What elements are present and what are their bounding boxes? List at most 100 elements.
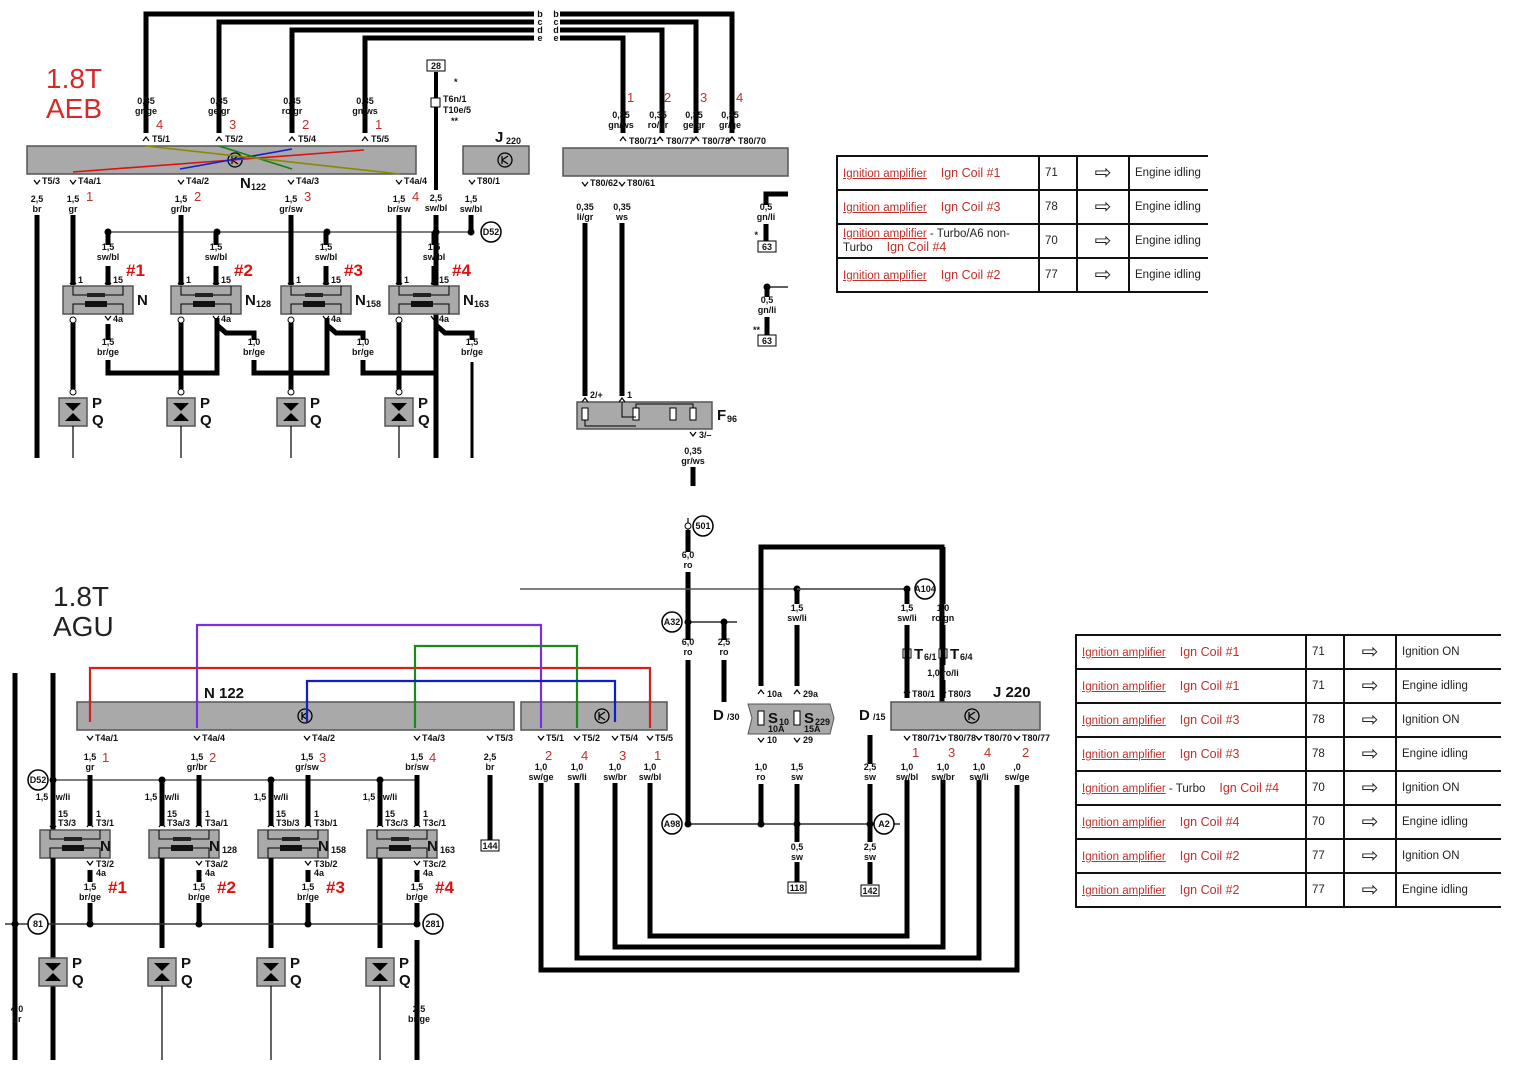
wire-color-label: gr/sw xyxy=(279,204,304,214)
fuse-rating: 10A xyxy=(768,724,785,734)
spark-gap-bottom-icon xyxy=(173,413,189,421)
pin-arrow xyxy=(304,860,312,866)
coil-annotation: Ign Coil #1 xyxy=(940,166,1001,180)
trace-3 xyxy=(179,148,293,170)
wire-color-label: br/ge xyxy=(406,892,428,902)
junction-dot xyxy=(793,820,801,828)
pin-label: T5/1 xyxy=(152,134,170,144)
coil-name-subscript: 163 xyxy=(440,845,455,855)
ignition-amplifier-link[interactable]: Ignition amplifier xyxy=(843,228,927,240)
pin-arrow xyxy=(267,822,275,828)
ignition-amplifier-link[interactable]: Ignition amplifier xyxy=(1082,783,1166,795)
spark-plug-body xyxy=(365,957,395,987)
coil-annotation: Ign Coil #2 xyxy=(1179,849,1240,863)
node-a98-label: A98 xyxy=(664,819,681,829)
agu-n122-module xyxy=(76,701,515,731)
resistor-icon xyxy=(581,407,589,421)
wire-gauge-label: 4,0 xyxy=(11,1004,24,1014)
spark-gap-bottom-icon xyxy=(391,413,407,421)
agu-n122-transistor-icon xyxy=(297,708,313,724)
ignition-amplifier-link[interactable]: Ignition amplifier xyxy=(1082,715,1166,727)
plug-label-Q: Q xyxy=(310,412,322,429)
coil-internal xyxy=(193,847,210,858)
wire-color-label: gn/li xyxy=(758,305,777,315)
ignition-amplifier-link[interactable]: Ignition amplifier xyxy=(1082,681,1166,693)
arrow-right-icon: ⇨ xyxy=(1343,668,1397,704)
connector-label: T10e/5 xyxy=(443,105,471,115)
ignition-amplifier-link[interactable]: Ignition amplifier xyxy=(1082,851,1166,863)
transistor-glyph xyxy=(968,711,976,721)
wire-gauge-label: 0,5 xyxy=(761,295,774,305)
pin-arrow xyxy=(468,179,476,185)
pin-arrow xyxy=(618,397,626,403)
coil-terminal xyxy=(69,316,77,324)
pin-label: 15 xyxy=(331,275,341,285)
pin-arrow xyxy=(288,136,296,142)
wire xyxy=(325,323,366,340)
pin-arrow xyxy=(177,179,185,185)
wire-gauge-label: 2,5 xyxy=(31,194,44,204)
wire-color-label: sw/li xyxy=(787,613,807,623)
coil-terminal xyxy=(395,316,403,324)
ignition-amplifier-link[interactable]: Ignition amplifier xyxy=(843,168,927,180)
coil-primary-icon xyxy=(391,837,409,841)
wire xyxy=(434,323,475,340)
pin-arrow xyxy=(692,136,700,142)
spark-gap-top-icon xyxy=(372,963,388,971)
d15-label: D xyxy=(859,707,870,724)
pin-arrow xyxy=(581,181,589,187)
pin-label: 15 xyxy=(58,809,68,819)
aeb-coil-4 xyxy=(388,285,460,315)
pin-label: T5/1 xyxy=(546,733,564,743)
ignition-amplifier-link[interactable]: Ignition amplifier xyxy=(1082,817,1166,829)
pin-cell: 70 xyxy=(1305,804,1345,840)
condition-cell: Ignition ON xyxy=(1395,702,1501,738)
ignition-amplifier-link[interactable]: Ignition amplifier xyxy=(1082,749,1166,761)
wire-gauge-label: 1,5 xyxy=(67,194,80,204)
bus-wire-e xyxy=(560,35,626,133)
plug-terminal xyxy=(287,388,295,396)
pin-label: 4a xyxy=(314,868,325,878)
ignition-amplifier-link[interactable]: Ignition amplifier xyxy=(843,202,927,214)
pin-label: T5/4 xyxy=(620,733,638,743)
pin-number: 2 xyxy=(1022,745,1029,760)
wire-gauge-label: 1,5 xyxy=(301,752,314,762)
plug-label-Q: Q xyxy=(92,412,104,429)
pin-label: T5/2 xyxy=(225,134,243,144)
pin-label: T80/1 xyxy=(477,176,500,186)
pin-label: T4a/4 xyxy=(202,733,225,743)
node-501-label: 501 xyxy=(695,521,710,531)
wire-gauge-label: 6,0 xyxy=(682,550,695,560)
pin-arrow xyxy=(573,735,581,741)
arrow-right-icon: ⇨ xyxy=(1343,634,1397,670)
plug-terminal xyxy=(69,388,77,396)
coil-internal xyxy=(290,286,305,296)
ref-63a-box xyxy=(757,240,777,253)
wire-gauge-label: 1,5 xyxy=(428,242,441,252)
spark-gap-top-icon xyxy=(263,963,279,971)
pin-label: T80/77 xyxy=(666,136,694,146)
coil-internal xyxy=(158,830,173,840)
pin-label: 1 xyxy=(314,809,319,819)
component-note: - Turbo/A6 non-Turbo xyxy=(843,228,1010,254)
plug-label-P: P xyxy=(310,395,320,412)
ignition-amplifier-link[interactable]: Ignition amplifier xyxy=(1082,647,1166,659)
pin-label: T80/62 xyxy=(590,178,618,188)
wire-color-label: sw/bl xyxy=(315,252,338,262)
wire-color-label: ro xyxy=(684,647,694,657)
pin-label: T3a/3 xyxy=(167,818,190,828)
pin-number: 4 xyxy=(581,748,588,763)
wire-color-label: sw/bl xyxy=(425,203,448,213)
node-d52-agu-label: D52 xyxy=(30,775,47,785)
pin-arrow xyxy=(104,315,112,321)
ignition-amplifier-link[interactable]: Ignition amplifier xyxy=(1082,885,1166,897)
pin-label: 10a xyxy=(767,689,783,699)
ignition-amplifier-link[interactable]: Ignition amplifier xyxy=(843,270,927,282)
connector-label: T xyxy=(950,646,959,663)
coil-internal xyxy=(290,303,303,314)
bus-wire-c xyxy=(560,19,699,133)
